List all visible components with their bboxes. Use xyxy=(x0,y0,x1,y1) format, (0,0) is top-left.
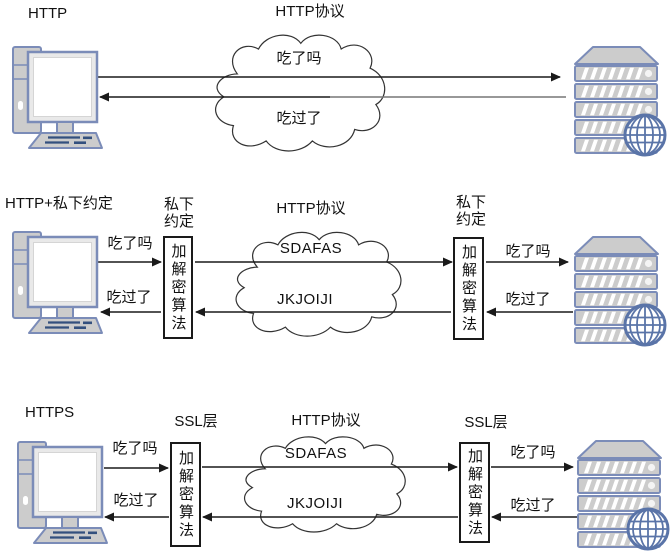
row1-response-message: 吃过了 xyxy=(276,110,322,127)
row3-response-message-right: 吃过了 xyxy=(510,497,556,514)
row2-cloud-title: HTTP协议 xyxy=(276,200,346,217)
row2-layer-label-server: 私下约定 xyxy=(455,194,486,228)
row1-cloud-title: HTTP协议 xyxy=(275,3,345,20)
client-computer-icon-row2 xyxy=(11,230,104,335)
row3-layer-label-client: SSL层 xyxy=(174,413,218,430)
encrypt-box-client-row2: 加解密算法 xyxy=(163,236,193,339)
row3-cipher-request: SDAFAS xyxy=(284,445,348,462)
row3-cipher-response: JKJOIJI xyxy=(286,495,344,512)
encrypt-box-client-row3: 加解密算法 xyxy=(170,442,201,547)
row1-request-message: 吃了吗 xyxy=(276,50,322,67)
row2-response-message-left: 吃过了 xyxy=(106,289,152,306)
row2-layer-label-client: 私下约定 xyxy=(163,196,194,230)
server-rack-icon-row3 xyxy=(578,441,668,549)
row3-cloud-title: HTTP协议 xyxy=(291,412,361,429)
server-rack-icon-row2 xyxy=(575,237,665,345)
row3-title: HTTPS xyxy=(25,404,75,421)
row2-request-message-left: 吃了吗 xyxy=(107,235,153,252)
row3-request-message-left: 吃了吗 xyxy=(112,440,158,457)
row2-response-message-right: 吃过了 xyxy=(505,291,551,308)
encrypt-box-server-row3: 加解密算法 xyxy=(459,442,490,543)
row2-cipher-response: JKJOIJI xyxy=(276,291,334,308)
row3-request-message-right: 吃了吗 xyxy=(510,444,556,461)
client-computer-icon-row1 xyxy=(11,45,104,150)
row3-layer-label-server: SSL层 xyxy=(464,414,508,431)
encrypt-box-label: 加解密算法 xyxy=(460,243,477,334)
row2-request-message-right: 吃了吗 xyxy=(505,243,551,260)
row2-cipher-request: SDAFAS xyxy=(279,240,343,257)
server-rack-icon-row1 xyxy=(575,47,665,155)
encrypt-box-label: 加解密算法 xyxy=(177,449,194,540)
client-computer-icon-row3 xyxy=(16,440,109,545)
row1-title: HTTP xyxy=(28,5,68,22)
encrypt-box-server-row2: 加解密算法 xyxy=(453,237,484,340)
encrypt-box-label: 加解密算法 xyxy=(169,242,187,333)
encrypt-box-label: 加解密算法 xyxy=(466,447,483,538)
row3-response-message-left: 吃过了 xyxy=(113,492,159,509)
row2-title: HTTP+私下约定 xyxy=(5,195,113,212)
